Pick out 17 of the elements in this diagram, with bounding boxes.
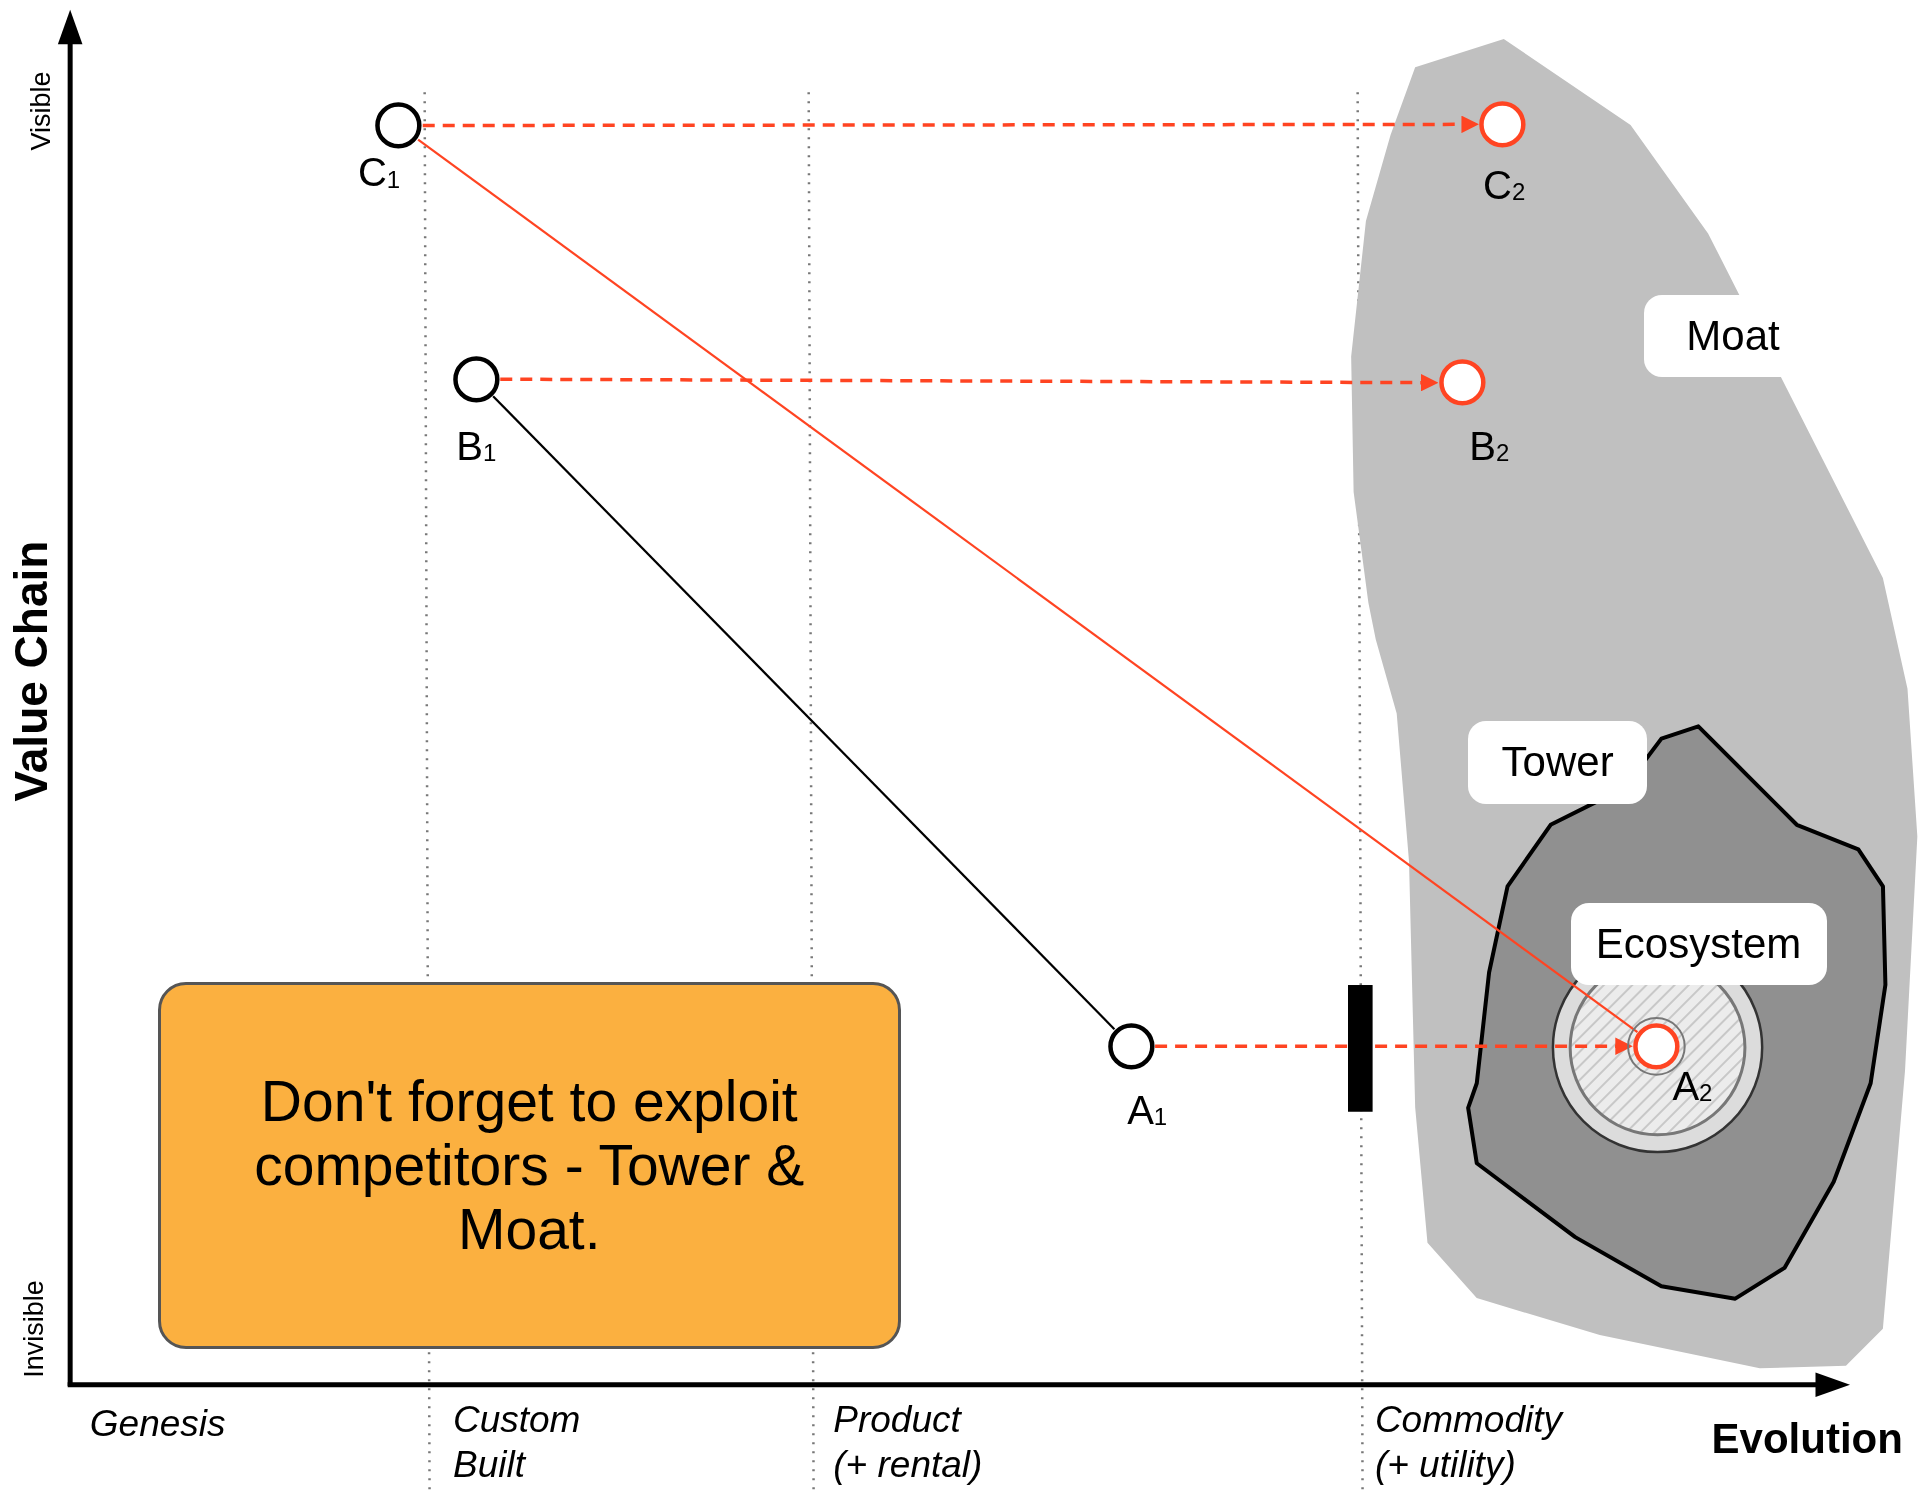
evolution-arrow [500, 373, 1439, 392]
connector-line [492, 395, 1116, 1030]
axis-label: Invisible [18, 1280, 50, 1379]
evolution-arrow [422, 115, 1479, 134]
note-box [157, 982, 901, 1349]
region-label: Tower [1468, 721, 1647, 804]
evolution-arrow [1155, 1037, 1633, 1055]
note-text: Don't forget to exploit competitors - Tower & Moat. [253, 1069, 806, 1262]
axis-label: Evolution [1711, 1415, 1903, 1464]
axis-label: Product (+ rental) [833, 1398, 984, 1487]
axis-label: Value Chain [3, 540, 58, 802]
connector-line [417, 138, 1639, 1033]
axis-label: Visible [25, 71, 57, 151]
axis-label: Custom Built [452, 1398, 582, 1487]
axis-label: Commodity (+ utility) [1374, 1398, 1565, 1487]
axis-label: Genesis [89, 1403, 226, 1446]
region-label: Ecosystem [1570, 903, 1827, 985]
